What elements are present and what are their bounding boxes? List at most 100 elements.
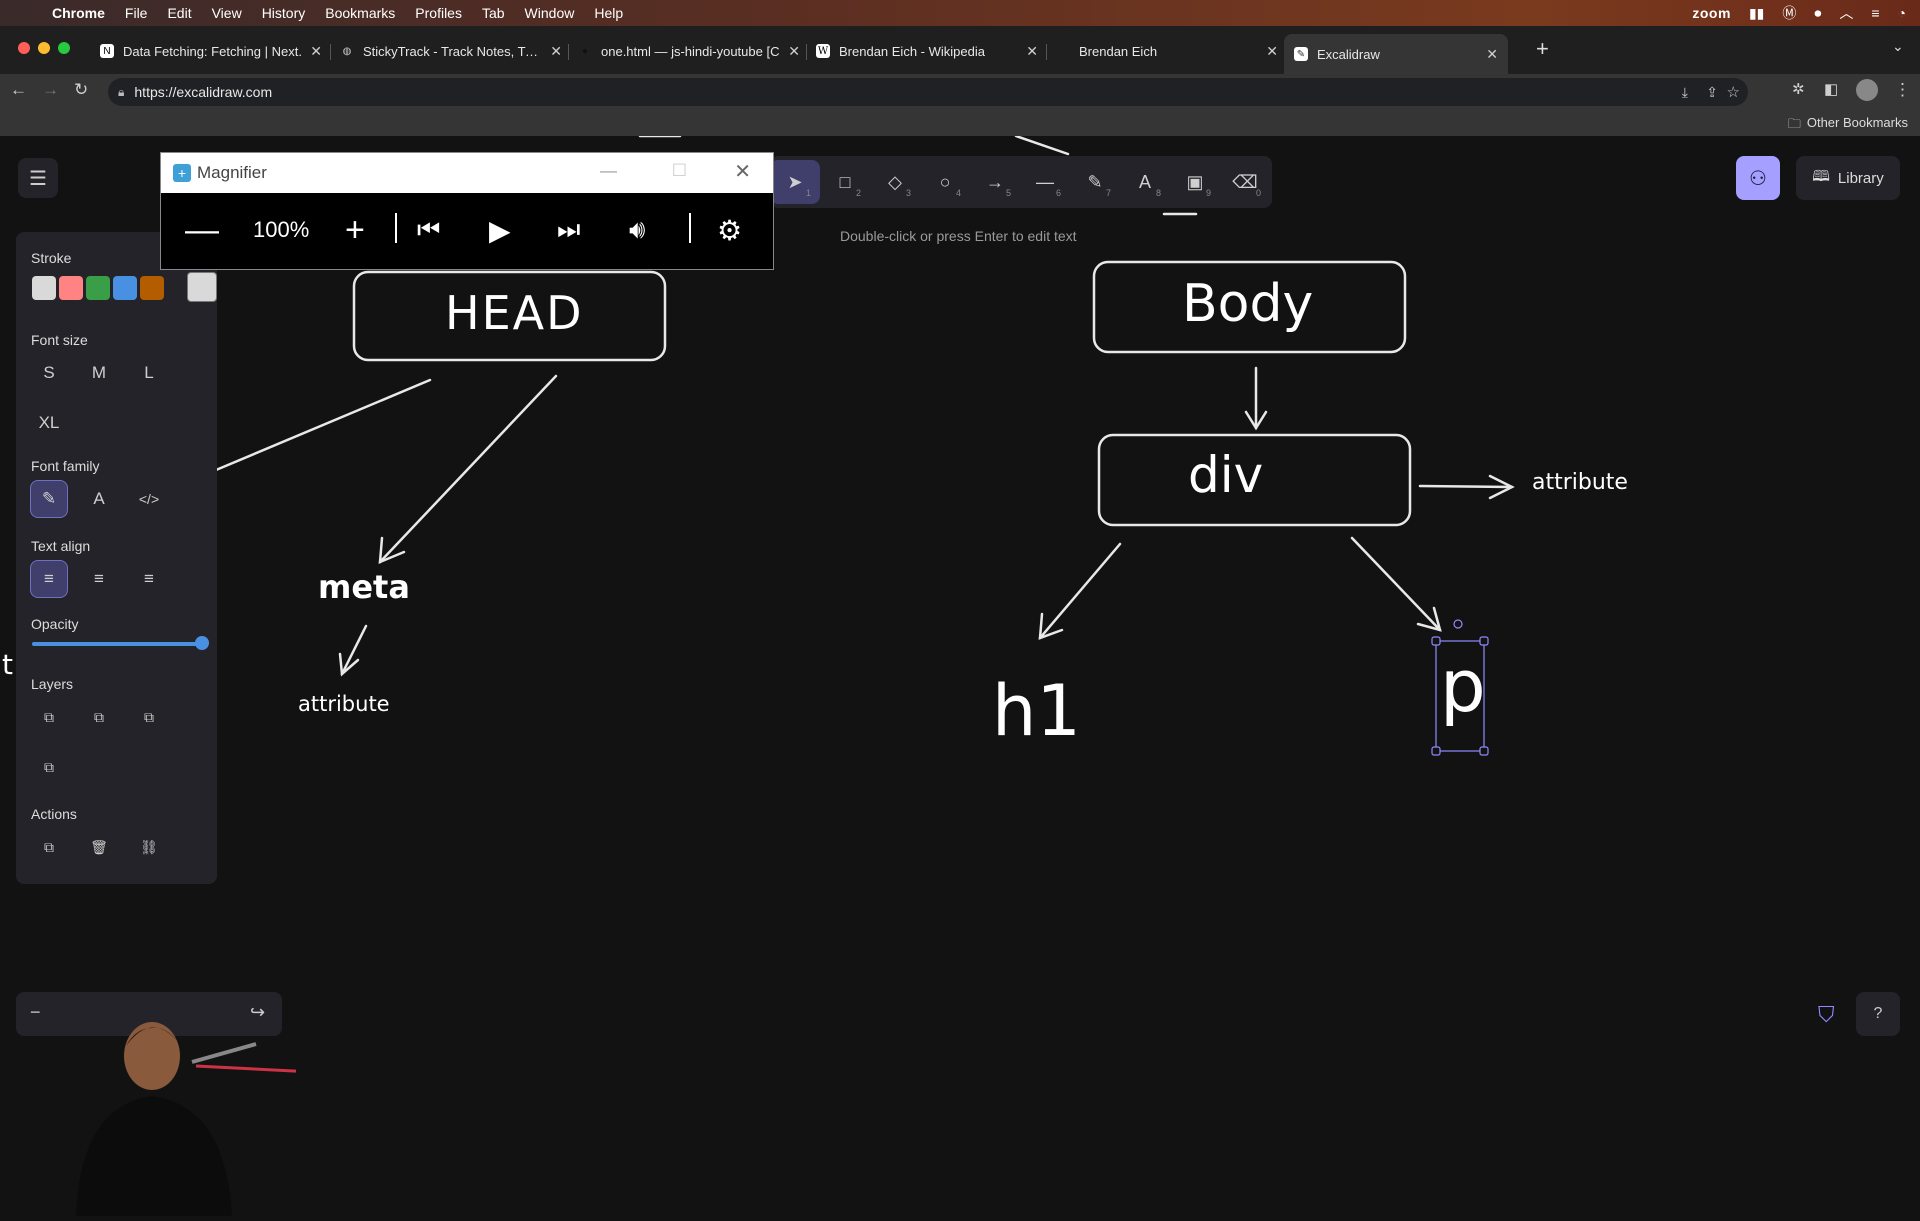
previous-icon[interactable]: ⏮	[417, 214, 441, 244]
tab-excalidraw[interactable]: ✎ Excalidraw ✕	[1284, 34, 1508, 74]
stroke-swatch-blue[interactable]	[113, 276, 137, 300]
font-size-xl[interactable]: XL	[38, 413, 60, 432]
menu-window[interactable]: Window	[524, 5, 575, 21]
close-tab-icon[interactable]: ✕	[1266, 42, 1278, 59]
redo-icon[interactable]: ↪	[250, 1002, 266, 1022]
play-icon[interactable]: ▶	[489, 214, 511, 246]
install-icon[interactable]: ⤓	[1681, 83, 1688, 100]
opacity-slider-thumb[interactable]	[195, 636, 209, 650]
image-tool[interactable]: ▣9	[1170, 160, 1220, 204]
bookmark-star-icon[interactable]: ☆	[1726, 84, 1740, 101]
help-button[interactable]: ?	[1856, 992, 1900, 1036]
maximize-window-button[interactable]	[58, 42, 70, 54]
lock-icon[interactable]: 🔒︎	[118, 84, 125, 99]
profile-avatar[interactable]	[1856, 79, 1878, 101]
reload-icon[interactable]: ↻	[74, 80, 89, 99]
tab-wikipedia[interactable]: W Brendan Eich - Wikipedia ✕	[816, 34, 1038, 68]
excalidraw-canvas[interactable]: HEAD Body div meta attribute attribute h…	[0, 136, 1920, 1216]
head-label[interactable]: HEAD	[445, 286, 584, 340]
opacity-slider[interactable]	[32, 636, 209, 650]
close-icon[interactable]: ✕	[734, 161, 751, 183]
selection-box[interactable]	[1431, 619, 1489, 756]
close-window-button[interactable]	[18, 42, 30, 54]
new-tab-icon[interactable]: +	[1536, 36, 1549, 61]
stroke-swatch-orange[interactable]	[140, 276, 164, 300]
close-tab-icon[interactable]: ✕	[310, 42, 322, 59]
send-backward-icon[interactable]: ⧉	[94, 708, 104, 725]
div-box[interactable]	[1097, 433, 1412, 527]
zoom-out-icon[interactable]: —	[185, 210, 219, 249]
body-label[interactable]: Body	[1182, 274, 1314, 334]
shield-icon[interactable]: ⛉	[1818, 1002, 1835, 1027]
font-size-l[interactable]: L	[144, 363, 154, 382]
delete-icon[interactable]: 🗑︎	[90, 838, 108, 855]
url-field[interactable]: 🔒︎ https://excalidraw.com ⤓ ⇪ ☆	[108, 78, 1748, 106]
connector-line[interactable]	[214, 378, 432, 472]
head-meta-arrow[interactable]	[378, 374, 558, 564]
bring-to-front-icon[interactable]: ⧉	[44, 758, 54, 775]
align-left-icon[interactable]: ≡	[30, 560, 68, 598]
dock-icon[interactable]: ▮▮	[1748, 4, 1765, 21]
menu-file[interactable]: File	[124, 5, 148, 21]
duplicate-icon[interactable]: ⧉	[44, 838, 54, 855]
div-label[interactable]: div	[1188, 446, 1264, 504]
maximize-icon[interactable]: ☐	[671, 161, 687, 180]
menu-tab[interactable]: Tab	[481, 5, 505, 21]
settings-icon[interactable]: ⚙	[717, 214, 743, 246]
close-tab-icon[interactable]: ✕	[1486, 45, 1498, 62]
current-stroke-color[interactable]	[187, 272, 217, 302]
close-tab-icon[interactable]: ✕	[1026, 42, 1038, 59]
rectangle-tool[interactable]: □2	[820, 160, 870, 204]
clock-icon[interactable]: ◔	[1897, 5, 1906, 21]
div-attribute-label[interactable]: attribute	[1532, 470, 1628, 495]
h1-label[interactable]: h1	[992, 670, 1081, 752]
library-button[interactable]: 🕮︎ Library	[1796, 156, 1900, 200]
zoom-out-icon[interactable]: −	[30, 1002, 41, 1022]
stroke-swatch-red[interactable]	[59, 276, 83, 300]
other-bookmarks[interactable]: 🗀︎ Other Bookmarks	[1788, 115, 1908, 137]
magnifier-titlebar[interactable]: + Magnifier — ☐ ✕	[161, 153, 773, 193]
ellipse-tool[interactable]: ○4	[920, 160, 970, 204]
link-icon[interactable]: ⛓︎	[140, 838, 158, 855]
p-label[interactable]: p	[1440, 644, 1486, 728]
back-icon[interactable]: ←	[10, 80, 27, 99]
head-box[interactable]	[352, 270, 667, 362]
eraser-tool[interactable]: ⌫0	[1220, 160, 1270, 204]
align-center-icon[interactable]: ≡	[94, 569, 104, 588]
font-hand-drawn-icon[interactable]: ✎	[30, 480, 68, 518]
screen-record-icon[interactable]: ⏺	[1814, 4, 1822, 21]
tab-nextjs[interactable]: N Data Fetching: Fetching | Next. ✕	[100, 34, 322, 68]
stroke-swatch-white[interactable]	[32, 276, 56, 300]
font-code-icon[interactable]: </>	[138, 491, 160, 507]
font-normal-icon[interactable]: A	[93, 489, 105, 508]
draw-tool[interactable]: ✎7	[1070, 160, 1120, 204]
menu-history[interactable]: History	[261, 5, 306, 21]
zoom-status[interactable]: zoom	[1692, 5, 1731, 21]
meta-attribute-label[interactable]: attribute	[298, 692, 390, 716]
minimize-window-button[interactable]	[38, 42, 50, 54]
tab-search-icon[interactable]: ⌄	[1892, 38, 1904, 54]
font-size-m[interactable]: M	[91, 363, 107, 382]
line-tool[interactable]: —6	[1020, 160, 1070, 204]
stroke-swatch-green[interactable]	[86, 276, 110, 300]
tab-github[interactable]: ● one.html — js-hindi-youtube [C ✕	[578, 34, 800, 68]
send-to-back-icon[interactable]: ⧉	[44, 708, 54, 725]
selection-tool[interactable]: ➤1	[770, 160, 820, 204]
font-size-s[interactable]: S	[43, 363, 55, 382]
meta-attribute-arrow[interactable]	[340, 624, 368, 676]
menu-edit[interactable]: Edit	[167, 5, 192, 21]
wifi-icon[interactable]: ︿	[1839, 5, 1854, 21]
chrome-menu-icon[interactable]: ⋮	[1894, 80, 1911, 99]
menu-help[interactable]: Help	[594, 5, 624, 21]
zoom-in-icon[interactable]: +	[345, 210, 365, 249]
menu-bookmarks[interactable]: Bookmarks	[325, 5, 396, 21]
control-center-icon[interactable]: ≡	[1871, 5, 1880, 21]
body-box[interactable]	[1092, 260, 1407, 354]
share-icon[interactable]: ⇪	[1706, 83, 1718, 100]
collaborate-button[interactable]: ⚇	[1736, 156, 1780, 200]
read-aloud-icon[interactable]: 🔊︎	[629, 214, 646, 244]
div-attribute-arrow[interactable]	[1418, 484, 1514, 489]
gmail-icon[interactable]: Ⓜ	[1782, 5, 1797, 21]
close-tab-icon[interactable]: ✕	[788, 42, 800, 59]
